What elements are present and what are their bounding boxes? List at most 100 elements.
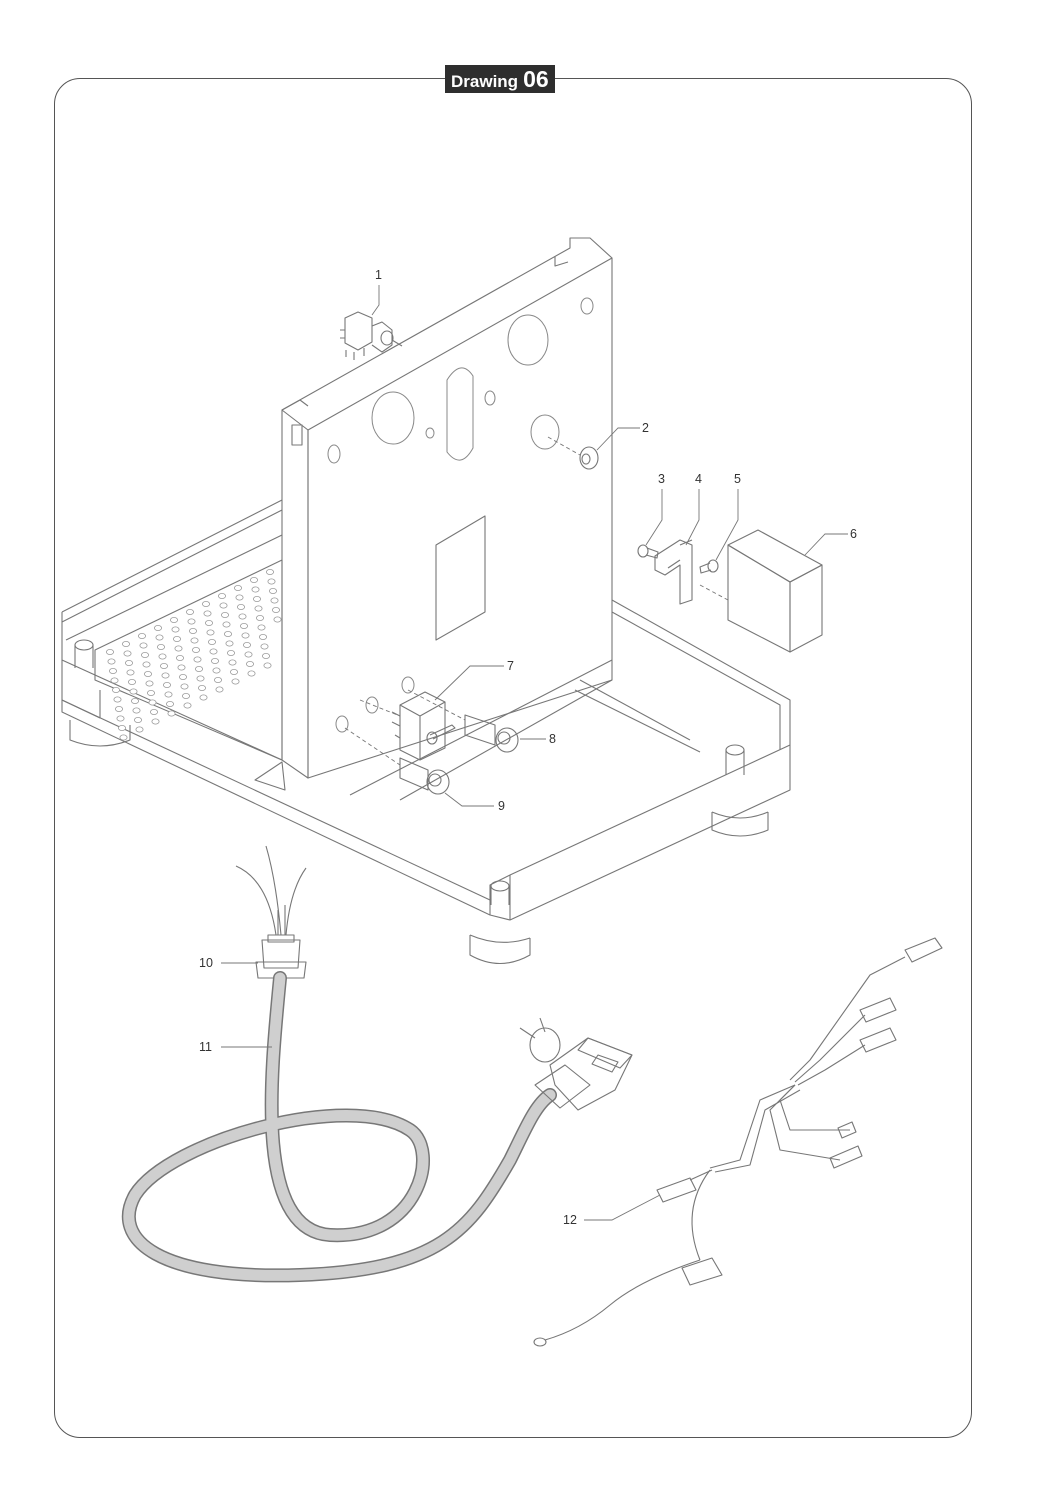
perforation-hole [225,640,234,647]
perforation-hole [132,707,141,714]
perforation-hole [165,701,174,708]
perforation-hole [181,693,190,700]
perforation-hole [212,667,221,674]
perforation-hole [191,647,200,654]
perforation-hole [106,649,115,656]
perforation-hole [142,661,151,668]
perforation-hole [220,612,229,619]
perforation-hole [112,687,121,694]
perforation-hole [239,623,248,630]
perforation-hole [177,664,186,671]
part-7-toggle-switch [359,691,456,761]
part-4-bracket [654,539,693,605]
callout-11: 11 [199,1040,212,1054]
perforation-hole [260,643,269,650]
perforation-hole [174,645,183,652]
perforation-hole [118,725,127,732]
perforation-hole [155,634,164,641]
perforation-hole [146,690,155,697]
part-1-micro-switch [340,311,403,360]
perforation-hole [257,624,266,631]
perforation-hole [116,715,125,722]
callouts: 1 2 3 4 5 6 7 8 9 10 11 12 [199,268,857,1227]
perforation-hole [207,639,216,646]
perforation-hole [273,616,282,623]
perforation-hole [180,683,189,690]
perforation-hole [206,629,215,636]
perforation-hole [235,594,244,601]
perforation-hole [228,659,237,666]
perforation-hole [215,686,224,693]
back-panel [281,237,613,779]
perforation-hole [178,674,187,681]
perforation-hole [233,585,242,592]
perforation-hole [268,588,277,595]
perforation-hole [229,669,238,676]
perforation-hole [238,613,247,620]
perforation-hole [171,626,180,633]
callout-1: 1 [375,268,382,282]
perforation-hole [231,678,240,685]
part-12-wiring-harness [533,937,943,1347]
perforation-hole [267,578,276,585]
callout-4: 4 [695,472,702,486]
part-6-electronic-box [699,529,823,653]
callout-6: 6 [850,527,857,541]
perforation-hole [126,669,135,676]
perforation-hole [188,628,197,635]
perforation-hole [193,656,202,663]
perforation-hole [261,653,270,660]
panel-hole-large-right [507,314,549,366]
perforation-hole [190,637,199,644]
callout-5: 5 [734,472,741,486]
perforation-hole [197,685,206,692]
perforation-hole [254,605,263,612]
perforation-hole [222,621,231,628]
part-8-indicator-lamp [407,689,519,753]
perforation-hole [196,675,205,682]
perforation-hole [172,636,181,643]
perforation-hole [129,688,138,695]
perforation-hole [199,694,208,701]
panel-hole-large-left [371,391,415,445]
callout-3: 3 [658,472,665,486]
perforation-hole [125,660,134,667]
callout-10: 10 [199,956,213,970]
part-9-indicator-lamp [344,727,450,795]
harness-connector [904,937,943,963]
perforation-hole [162,682,171,689]
perforation-hole [210,658,219,665]
callout-8: 8 [549,732,556,746]
perforation-hole [151,718,160,725]
perforation-hole [203,610,212,617]
perforation-hole [156,644,165,651]
perforation-hole [110,677,119,684]
perforation-hole [135,726,144,733]
part-2-grommet [547,436,599,470]
perforation-hole [265,569,274,576]
perforation-hole [143,671,152,678]
perforation-hole [119,734,128,741]
perforation-hole [249,577,258,584]
perforation-hole [244,651,253,658]
perforation-hole [242,642,251,649]
power-cord-wires [235,845,307,936]
perforation-hole [127,679,136,686]
perforation-hole [122,641,131,648]
perforation-hole [107,658,116,665]
perforation-hole [255,615,264,622]
perforation-hole [217,593,226,600]
perforation-hole [187,618,196,625]
perforation-hole [251,586,260,593]
perforation-hole [167,710,176,717]
perforation-hole [241,632,250,639]
callout-9: 9 [498,799,505,813]
perforation-hole [223,631,232,638]
drawing-title-word: Drawing [451,72,519,91]
perforation-hole [113,696,122,703]
part-5-screw [699,559,719,574]
callout-2: 2 [642,421,649,435]
callout-7: 7 [507,659,514,673]
perforation-hole [245,661,254,668]
